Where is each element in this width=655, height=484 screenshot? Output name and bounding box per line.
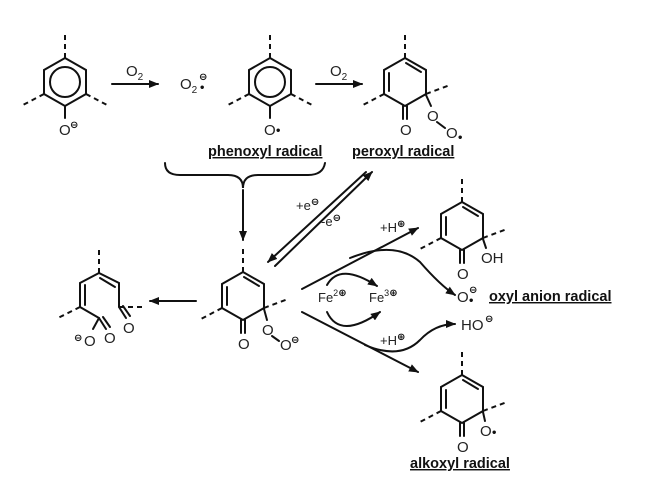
atom-o: O (457, 266, 469, 283)
arrow-fe-oxidation-lower (326, 311, 381, 327)
arrow-protonation-lower (301, 311, 419, 373)
arrow-oxidation-electron (274, 171, 373, 267)
label-peroxyl-radical: peroxyl radical (352, 144, 454, 160)
atom-o: O (480, 423, 492, 440)
alkoxyl-radical-structure (419, 350, 508, 437)
charge-minus: ⊖ (291, 335, 299, 346)
plus-electron: +e⊖ (296, 197, 319, 213)
peroxyl-radical-structure (362, 33, 451, 120)
atom-oh: OH (481, 250, 504, 267)
atom-o: O (262, 322, 274, 339)
atom-o: O (104, 330, 116, 347)
label-alkoxyl-radical: alkoxyl radical (410, 456, 510, 472)
radical-dot: • (491, 428, 497, 439)
reagent-o2: O2 (330, 63, 348, 83)
arrow-fe-oxidation-upper (326, 272, 378, 287)
atom-o: O (446, 125, 458, 142)
atom-o: O (280, 337, 292, 354)
label-oxyl-anion-radical: oxyl anion radical (489, 289, 612, 305)
phenoxyl-radical-structure (225, 33, 315, 119)
arrow-reduction-electron (267, 171, 367, 263)
superoxide: O2 (180, 76, 198, 96)
radical-dot: • (457, 133, 463, 144)
atom-o: O (457, 289, 469, 306)
charge-minus: ⊖ (74, 333, 82, 344)
minus-electron: -e⊖ (321, 213, 341, 229)
fe2: Fe2⊕ (318, 288, 347, 305)
atom-o: O (264, 122, 276, 139)
brace (164, 162, 326, 189)
phenolate-structure (20, 33, 110, 119)
hydroxide: HO (461, 317, 484, 334)
arrow-protonation-upper (301, 227, 419, 290)
radical-dot: • (199, 83, 205, 94)
ring-opened-product-structure (57, 250, 143, 330)
plus-proton: +H⊕ (380, 332, 405, 348)
peroxide-anion-structure (200, 247, 289, 334)
atom-o: O (457, 439, 469, 456)
radical-dot: • (275, 126, 281, 137)
arrow-to-hydroxide (364, 320, 456, 353)
reagent-o2: O2 (126, 63, 144, 83)
charge-minus: ⊖ (469, 285, 477, 296)
charge-minus: ⊖ (485, 314, 493, 325)
atom-o: O (238, 336, 250, 353)
plus-proton: +H⊕ (380, 219, 405, 235)
atom-o: O (427, 108, 439, 125)
radical-dot: • (468, 296, 474, 307)
atom-o: O (84, 333, 96, 350)
charge-minus: ⊖ (199, 72, 207, 83)
charge-minus: ⊖ (70, 120, 78, 131)
atom-o: O (123, 320, 135, 337)
atom-o: O (400, 122, 412, 139)
arrow-to-oxyl-anion (349, 248, 456, 296)
label-phenoxyl-radical: phenoxyl radical (208, 144, 322, 160)
atom-o: O (59, 122, 71, 139)
fe3: Fe3⊕ (369, 288, 398, 305)
